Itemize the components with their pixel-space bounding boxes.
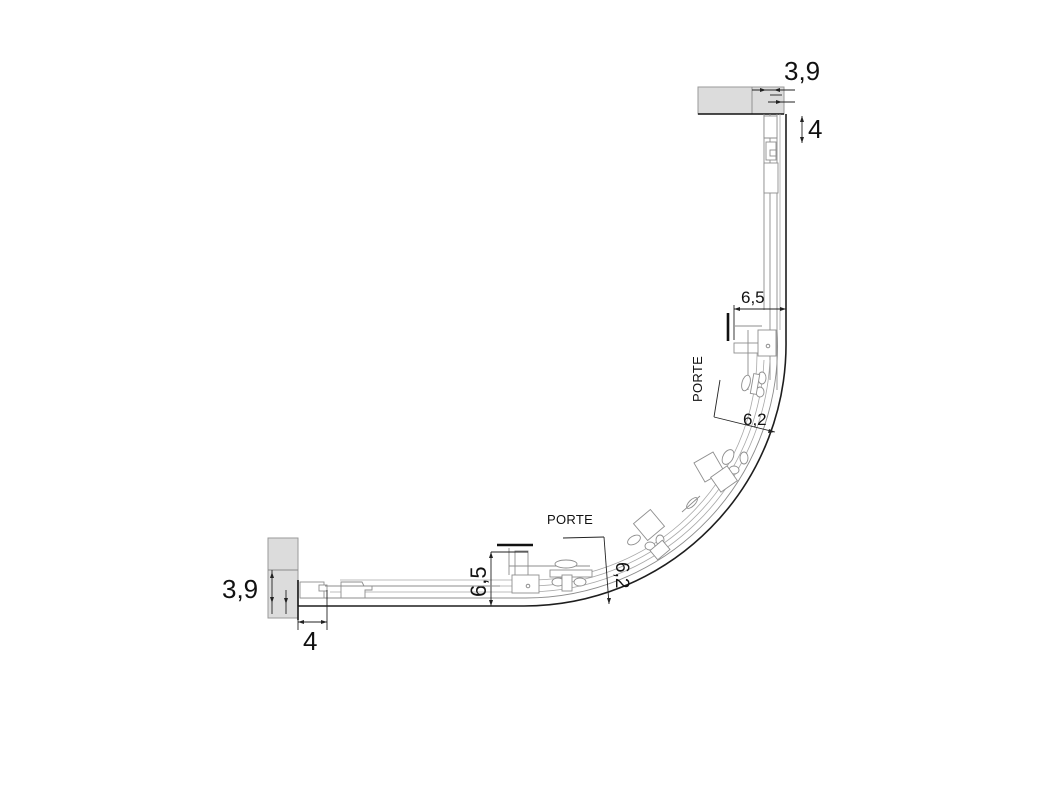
- dim-label-right-6-5: 6,5: [741, 288, 765, 307]
- enclosure-outer-contour: [298, 114, 787, 607]
- door-label-right: PORTE: [690, 356, 705, 402]
- enclosure-inner-contour: [300, 329, 778, 599]
- dimension-bottom-profile-depth: 4: [297, 590, 328, 656]
- dimension-bottom-door-width: 6,2: [562, 536, 632, 605]
- bottom-left-wall: [267, 537, 299, 620]
- right-door-junction: [726, 313, 777, 390]
- bottom-fixed-panel: [299, 581, 500, 599]
- dim-label-bottom-6-2: 6,2: [611, 562, 632, 588]
- dimension-right-profile-width: 6,5: [733, 288, 786, 340]
- dim-label-bottom-6-5: 6,5: [466, 566, 491, 597]
- top-right-wall: [697, 86, 785, 115]
- dimension-right-door-width: 6,2: [713, 379, 776, 433]
- door-hardware-rollers: [627, 371, 767, 561]
- dim-label-bottom-4: 4: [303, 626, 317, 656]
- dimension-bottom-wall-offset: 3,9: [222, 570, 288, 614]
- dimension-bottom-profile-width: 6,5: [466, 551, 528, 606]
- dim-label-top-4: 4: [808, 114, 822, 144]
- dimension-top-wall-offset: 3,9: [752, 56, 820, 104]
- dimension-top-profile-depth: 4: [800, 114, 822, 144]
- dim-label-right-6-2: 6,2: [743, 410, 767, 429]
- dim-label-bottom-3-9: 3,9: [222, 574, 258, 604]
- bottom-door-junction: [497, 543, 593, 594]
- dim-label-top-3-9: 3,9: [784, 56, 820, 86]
- door-label-bottom: PORTE: [547, 512, 593, 527]
